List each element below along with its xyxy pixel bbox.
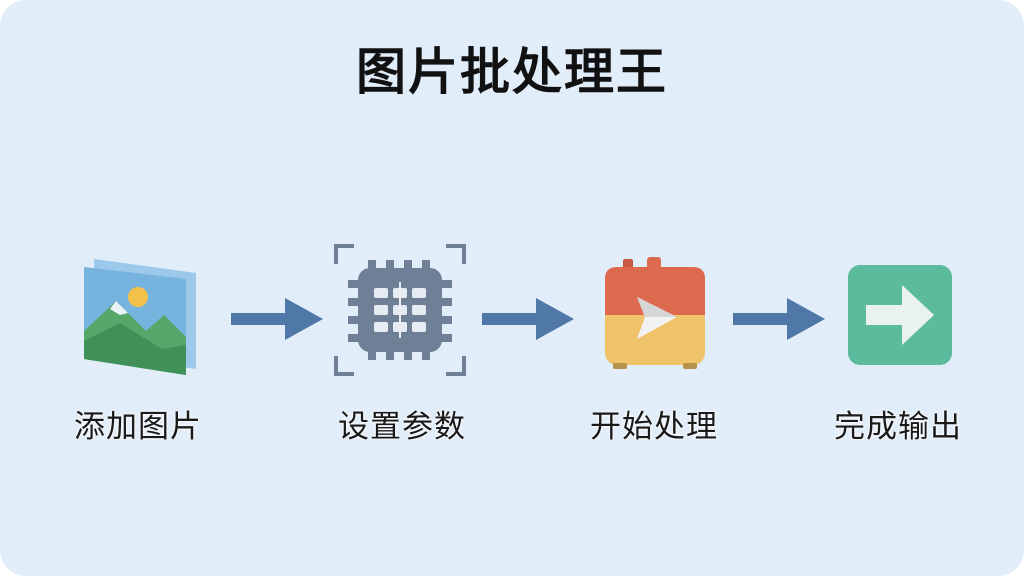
arrow-right-square-icon <box>830 245 970 385</box>
flow-arrow-2 <box>480 296 576 342</box>
step-label-add-images: 添加图片 <box>74 409 202 445</box>
flow-arrow-1 <box>229 296 325 342</box>
step-label-set-params: 设置参数 <box>338 409 466 445</box>
image-stack-icon <box>70 245 210 385</box>
processor-chip-icon <box>330 240 470 380</box>
play-toolbox-icon <box>585 245 725 385</box>
flow-arrow-3 <box>731 296 827 342</box>
step-label-start-processing: 开始处理 <box>590 409 718 445</box>
step-label-complete-output: 完成输出 <box>834 409 962 445</box>
diagram-title: 图片批处理王 <box>356 43 668 101</box>
